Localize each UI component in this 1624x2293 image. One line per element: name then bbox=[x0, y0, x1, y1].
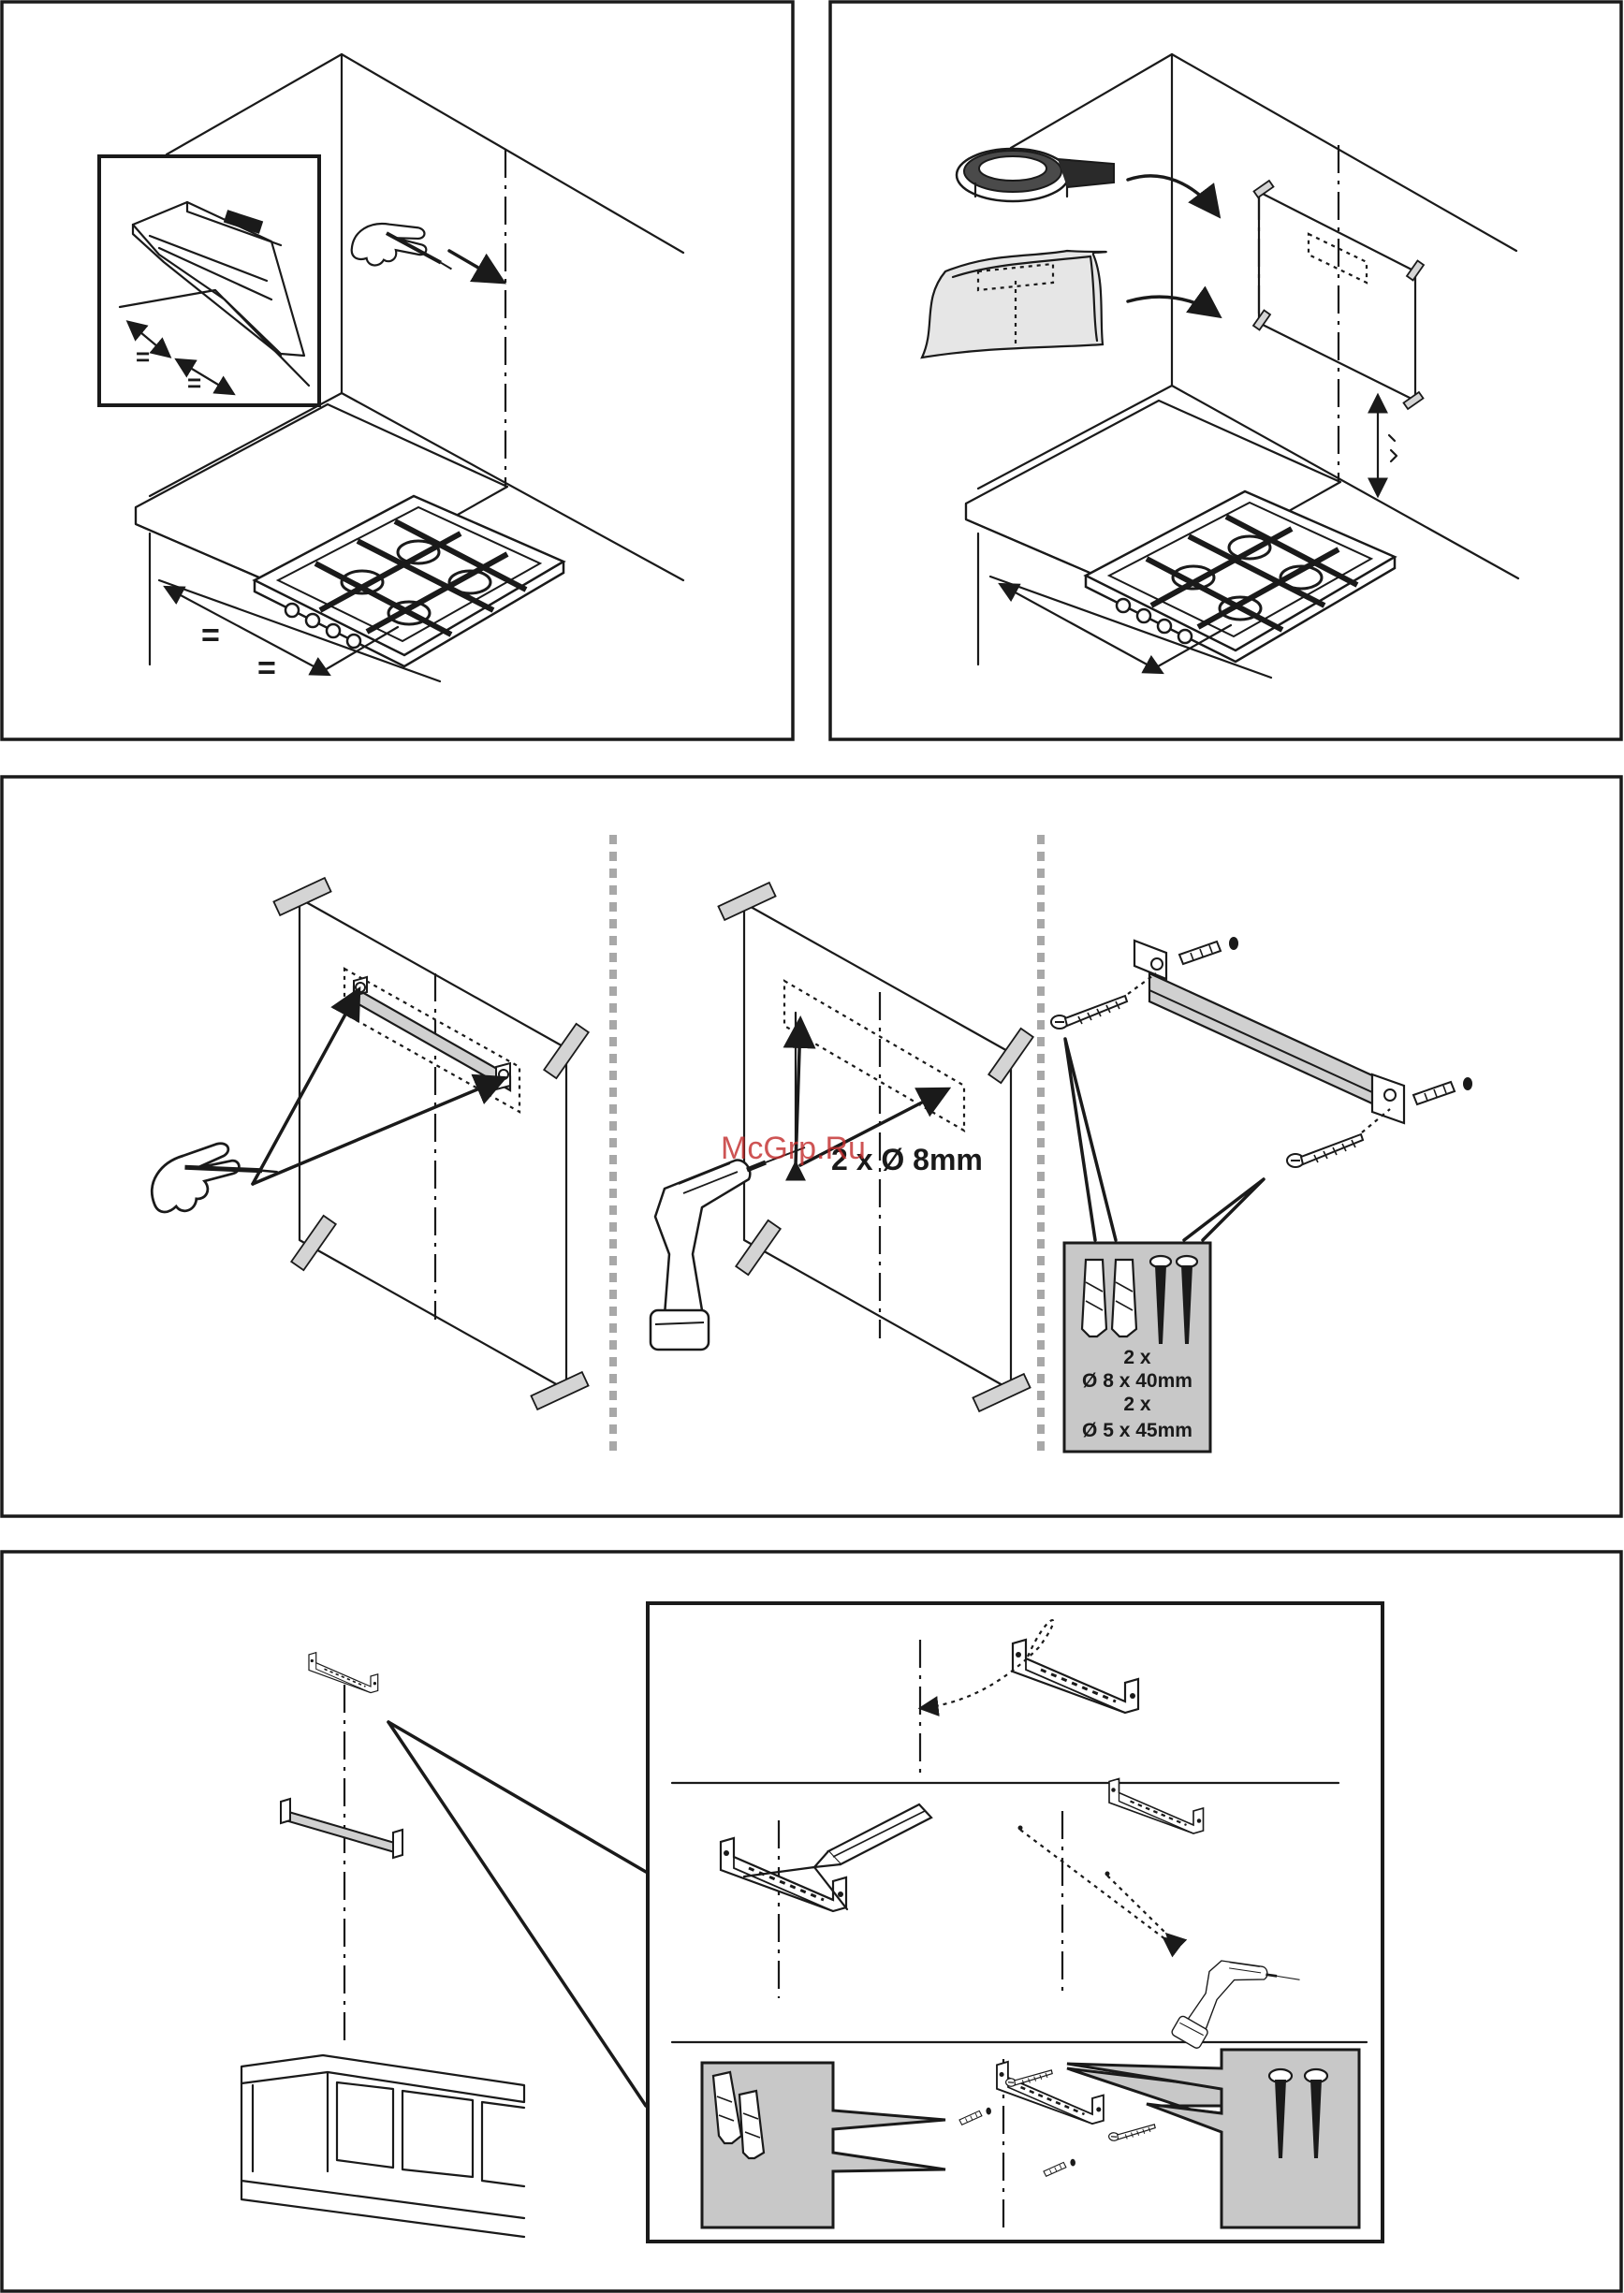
equal-mark-right: = bbox=[257, 650, 276, 686]
wall-plug-icon bbox=[1179, 937, 1238, 964]
equal-mark-left: = bbox=[201, 618, 220, 653]
equal-mark-inset-right: = bbox=[187, 369, 201, 397]
cabinet-overview bbox=[241, 1653, 646, 2237]
kit-screw-size: Ø 5 x 45mm bbox=[1082, 1420, 1192, 1441]
drill-icon bbox=[651, 1147, 805, 1350]
wall-plug-icon bbox=[1413, 1077, 1472, 1104]
step-fix-bracket: 2 x Ø 8 x 40mm 2 x Ø 5 x 45mm bbox=[1051, 937, 1472, 1452]
step-mark-holes bbox=[146, 878, 588, 1409]
rail-bracket bbox=[281, 1799, 402, 1858]
screw-icon bbox=[1051, 996, 1127, 1029]
screw-icon bbox=[1287, 1134, 1363, 1167]
kit-qty-dowels: 2 x bbox=[1123, 1347, 1151, 1368]
panel-template-placement bbox=[830, 2, 1621, 739]
kit-dowel-size: Ø 8 x 40mm bbox=[1082, 1370, 1192, 1392]
watermark: McGrp.Ru bbox=[721, 1131, 866, 1166]
fixing-kit-box: 2 x Ø 8 x 40mm 2 x Ø 5 x 45mm bbox=[1064, 1243, 1210, 1452]
pencil-hand-icon bbox=[146, 1136, 281, 1216]
panel-drill-and-fix: 2 x Ø 8mm bbox=[2, 777, 1621, 1516]
bracket-detail-box bbox=[648, 1603, 1383, 2242]
panel-measure-center: = = = = bbox=[2, 2, 793, 739]
cabinet-icon bbox=[241, 2055, 524, 2237]
template-sheet-icon bbox=[922, 251, 1106, 358]
panel-cabinet-bracket bbox=[2, 1552, 1621, 2291]
equal-mark-inset-left: = bbox=[136, 343, 150, 371]
bracket-icon bbox=[309, 1653, 378, 1693]
bracket-template bbox=[354, 977, 510, 1090]
kit-qty-screws: 2 x bbox=[1123, 1394, 1151, 1415]
rail-bracket bbox=[1134, 941, 1404, 1123]
pencil-hand-icon bbox=[348, 210, 461, 288]
hood-inset: = = bbox=[99, 156, 319, 405]
tape-roll-icon bbox=[957, 149, 1114, 201]
